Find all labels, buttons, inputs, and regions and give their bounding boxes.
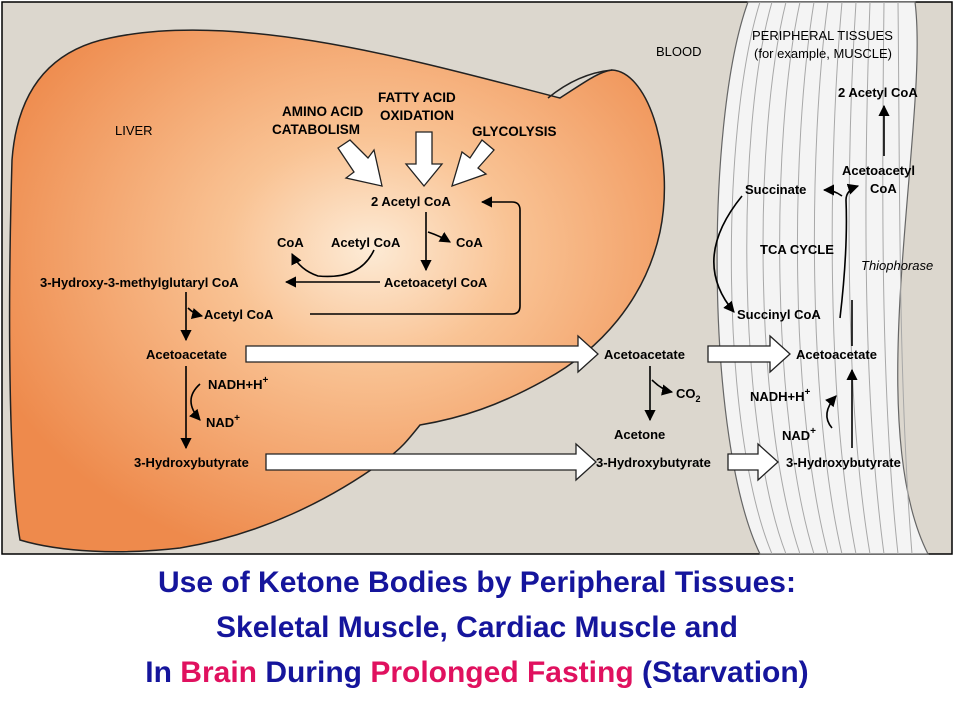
fatty-acid-label: FATTY ACID — [378, 90, 456, 105]
coa-right-label: CoA — [456, 235, 483, 250]
succinyl-coa-label: Succinyl CoA — [737, 307, 821, 322]
glycolysis-label: GLYCOLYSIS — [472, 124, 557, 139]
thiophorase-label: Thiophorase — [861, 258, 933, 273]
caption-line-1: Use of Ketone Bodies by Peripheral Tissu… — [0, 560, 954, 605]
hydroxybutyrate-muscle: 3-Hydroxybutyrate — [786, 455, 901, 470]
acetoacetate-blood: Acetoacetate — [604, 347, 685, 362]
acetoacetate-muscle: Acetoacetate — [796, 347, 877, 362]
hmg-coa-label: 3-Hydroxy-3-methylglutaryl CoA — [40, 275, 239, 290]
slide-caption: Use of Ketone Bodies by Peripheral Tissu… — [0, 560, 954, 695]
amino-acid-label: AMINO ACID — [282, 104, 363, 119]
acetyl-coa-output: Acetyl CoA — [204, 307, 274, 322]
caption-brain: Brain — [180, 656, 257, 689]
two-acetyl-coa-liver: 2 Acetyl CoA — [371, 194, 451, 209]
caption-prolonged-fasting: Prolonged Fasting — [370, 656, 633, 689]
caption-line-2: Skeletal Muscle, Cardiac Muscle and — [0, 605, 954, 650]
caption-during: During — [257, 656, 370, 689]
liver-label: LIVER — [115, 123, 153, 138]
acetoacetate-liver: Acetoacetate — [146, 347, 227, 362]
tca-cycle-label: TCA CYCLE — [760, 242, 834, 257]
acetoacetyl-coa-muscle-line2: CoA — [870, 181, 897, 196]
coa-left-label: CoA — [277, 235, 304, 250]
caption-starvation: (Starvation) — [634, 656, 809, 689]
caption-in: In — [145, 656, 180, 689]
hydroxybutyrate-blood: 3-Hydroxybutyrate — [596, 455, 711, 470]
acetoacetyl-coa-liver: Acetoacetyl CoA — [384, 275, 488, 290]
nadh-liver: NADH+H+ — [208, 375, 269, 392]
oxidation-label: OXIDATION — [380, 108, 454, 123]
blood-label: BLOOD — [656, 44, 702, 59]
nadh-muscle: NADH+H+ — [750, 387, 811, 404]
peripheral-tissues-label: PERIPHERAL TISSUES — [752, 28, 893, 43]
peripheral-example-label: (for example, MUSCLE) — [754, 46, 892, 61]
acetone-label: Acetone — [614, 427, 665, 442]
acetoacetyl-coa-muscle-line1: Acetoacetyl — [842, 163, 915, 178]
acetyl-coa-input: Acetyl CoA — [331, 235, 401, 250]
caption-line-3: In Brain During Prolonged Fasting (Starv… — [0, 650, 954, 695]
succinate-label: Succinate — [745, 182, 806, 197]
two-acetyl-coa-muscle: 2 Acetyl CoA — [838, 85, 918, 100]
ketone-body-diagram: LIVER BLOOD PERIPHERAL TISSUES (for exam… — [0, 0, 954, 555]
hydroxybutyrate-liver: 3-Hydroxybutyrate — [134, 455, 249, 470]
catabolism-label: CATABOLISM — [272, 122, 360, 137]
